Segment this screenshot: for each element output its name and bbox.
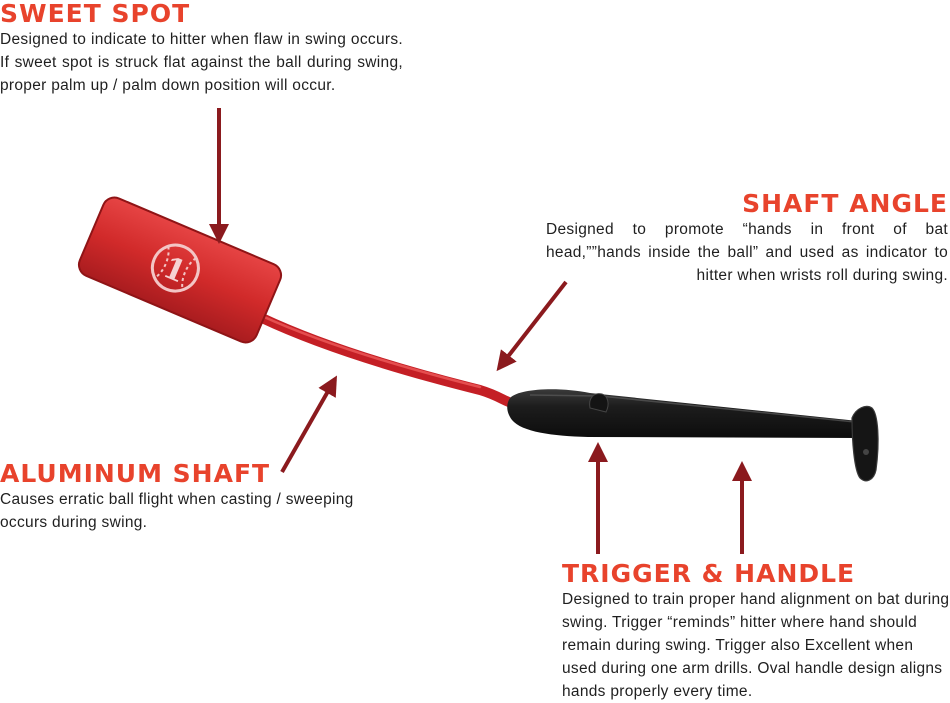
callout-arrows [209,108,752,554]
aluminum-shaft-description: Causes erratic ball flight when casting … [0,491,354,531]
aluminum-shaft [257,313,520,409]
sweet-spot-paddle: 1 [77,196,283,344]
shaft-angle-arrow [496,280,568,372]
training-bat: 1 [77,196,879,482]
trigger-handle-title: TRIGGER & HANDLE [562,559,856,588]
aluminum-shaft-arrow [280,375,337,473]
trigger [589,393,609,413]
shaft-angle-description: Designed to promote “hands in front of b… [546,221,948,284]
sweet-spot-callout: SWEET SPOT Designed to indicate to hitte… [0,0,403,97]
knob [851,405,879,482]
sweet-spot-description: Designed to indicate to hitter when flaw… [0,31,403,94]
aluminum-shaft-title: ALUMINUM SHAFT [0,459,271,488]
trigger-handle-callout: TRIGGER & HANDLE Designed to train prope… [562,560,950,703]
sweet-spot-title: SWEET SPOT [0,0,191,28]
shaft-angle-callout: SHAFT ANGLE Designed to promote “hands i… [546,190,948,287]
shaft-angle-title: SHAFT ANGLE [742,189,948,218]
aluminum-shaft-callout: ALUMINUM SHAFT Causes erratic ball fligh… [0,460,400,534]
handle [507,389,879,482]
trigger-handle-description: Designed to train proper hand alignment … [562,591,950,700]
